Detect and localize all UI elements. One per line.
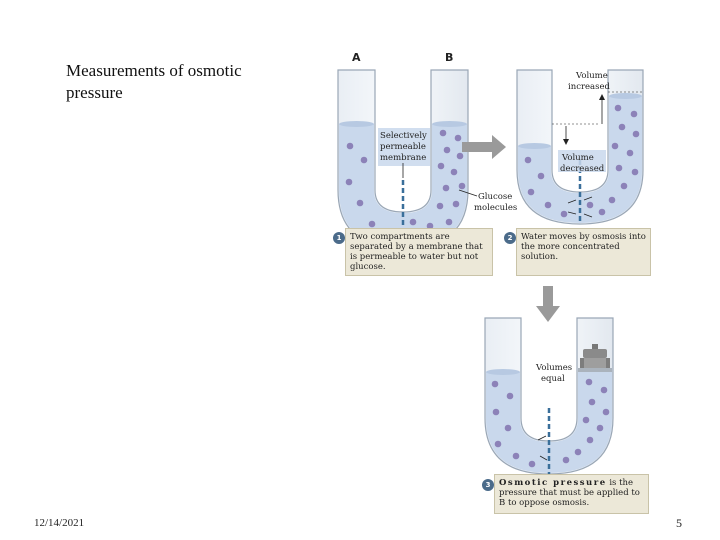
arrow-right [462,135,506,159]
step-1-caption: Two compartments are separated by a memb… [345,228,493,276]
membrane-label: Selectively permeable membrane [378,128,430,178]
page-number: 5 [676,516,682,530]
svg-text:Volumes: Volumes [535,363,572,373]
svg-text:equal: equal [541,374,565,384]
slide-title: Measurements of osmotic pressure [66,61,242,102]
glucose-label: Glucose molecules [458,189,517,213]
step-2-caption: Water moves by osmosis into the more con… [516,228,651,276]
svg-text:membrane: membrane [380,153,426,163]
solution-after [518,96,642,223]
step-3-emphasis: Osmotic pressure [499,478,607,488]
svg-text:Volume: Volume [561,153,594,163]
label-b: B [445,51,453,64]
footer-date: 12/14/2021 [34,517,85,529]
step-1-marker: 1 [333,232,345,244]
arrow-down [536,286,560,322]
solution-initial [339,124,467,247]
glucose-molecules-after [524,104,640,218]
svg-text:Glucose: Glucose [478,192,512,202]
svg-text:molecules: molecules [474,203,517,213]
weight-icon [580,344,610,368]
step-2-text: Water moves by osmosis into the more con… [521,232,646,262]
solution-equilibrium [486,372,612,473]
u-tube-equilibrium [484,317,614,475]
step-1-text: Two compartments are separated by a memb… [350,232,483,272]
u-tube-after-osmosis [516,69,644,225]
svg-text:decreased: decreased [560,164,605,174]
step-3-marker: 3 [482,479,494,491]
step-2-marker: 2 [504,232,516,244]
svg-text:increased: increased [568,82,611,92]
glucose-molecules-equilibrium [491,378,610,468]
svg-text:permeable: permeable [380,142,426,152]
label-a: A [352,51,361,64]
step-3-text: is the pressure that must be applied to … [499,478,640,508]
svg-text:Volume: Volume [575,71,608,81]
volumes-equal-label: Volumes equal [535,363,572,384]
step-3-caption: Osmotic pressure is the pressure that mu… [494,474,649,514]
svg-text:Selectively: Selectively [380,131,427,141]
volume-decreased-indicator: Volume decreased [552,123,606,174]
volume-increased-indicator: Volume increased [568,71,643,124]
